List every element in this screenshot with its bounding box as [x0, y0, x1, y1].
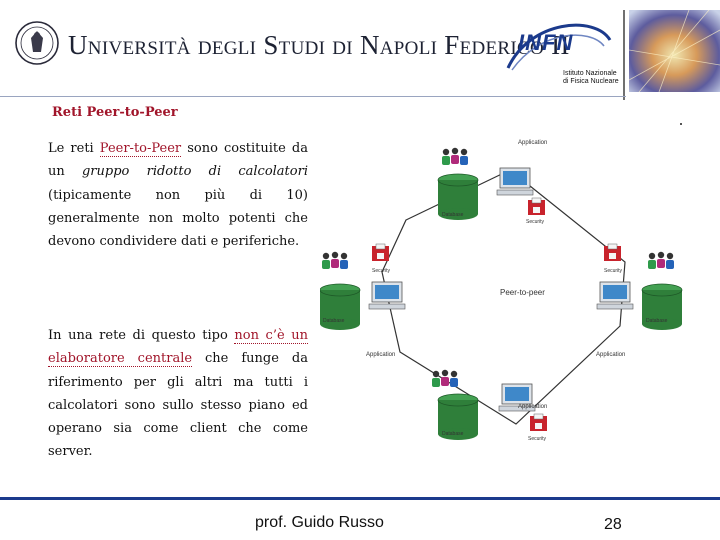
infn-subtitle-line: di Fisica Nucleare	[563, 78, 619, 85]
footer-author: prof. Guido Russo	[255, 514, 384, 531]
paragraph-no-central-node: In una rete di questo tipo non c’è un el…	[48, 324, 308, 464]
text-run: Le reti	[48, 141, 100, 156]
footer-divider	[0, 497, 720, 500]
security-icon	[603, 243, 622, 262]
decorative-dot	[680, 123, 682, 125]
security-icon	[371, 243, 390, 262]
application-label: Application	[366, 352, 395, 358]
text-run: che funge da riferimento per gli altri m…	[48, 351, 308, 460]
users-icon	[322, 251, 348, 269]
security-label: Security	[372, 268, 391, 274]
security-icon	[527, 197, 546, 216]
term-peer-to-peer: Peer-to-Peer	[99, 141, 182, 157]
page-number: 28	[604, 516, 622, 533]
center-label: Peer-to-peer	[500, 288, 545, 297]
infn-subtitle-line: Istituto Nazionale	[563, 70, 617, 77]
particle-track-photo	[629, 10, 720, 92]
security-label: Security	[604, 268, 623, 274]
database-label: Database	[323, 318, 345, 324]
security-label: Security	[526, 219, 545, 225]
text-run: sono costituite da un	[48, 141, 308, 180]
application-label: Application	[518, 404, 547, 410]
infn-logo-frame	[506, 10, 625, 100]
infn-logo: INFN	[518, 30, 574, 55]
security-label: Security	[528, 436, 547, 442]
university-name: Università degli Studi di Napoli Federic…	[68, 30, 570, 60]
database-label: Database	[442, 212, 464, 218]
database-label: Database	[442, 431, 464, 437]
term-no-central-computer: non c’è un elaboratore centrale	[48, 328, 308, 368]
computer-icon	[496, 167, 534, 196]
users-icon	[442, 147, 468, 165]
peer-to-peer-diagram: Peer-to-peer Database Application Securi…	[320, 140, 683, 442]
security-icon	[529, 413, 548, 432]
application-label: Application	[518, 140, 547, 146]
users-icon	[432, 369, 458, 387]
application-label: Application	[596, 352, 625, 358]
database-label: Database	[646, 318, 668, 324]
infn-subtitle: Istituto Nazionale di Fisica Nucleare	[563, 70, 633, 86]
computer-icon	[368, 281, 406, 310]
users-icon	[648, 251, 674, 269]
university-seal-logo	[15, 21, 59, 65]
emphasis-gruppo-ridotto: gruppo ridotto di calcolatori	[81, 164, 308, 180]
text-run: In una rete di questo tipo	[48, 328, 235, 343]
text-run: (tipicamente non più di 10) generalmente…	[48, 187, 308, 250]
paragraph-definition: Le reti Peer-to-Peer sono costituite da …	[48, 137, 308, 253]
header-divider	[0, 96, 626, 97]
computer-icon	[596, 281, 634, 310]
slide-title: Reti Peer-to-Peer	[52, 105, 178, 120]
